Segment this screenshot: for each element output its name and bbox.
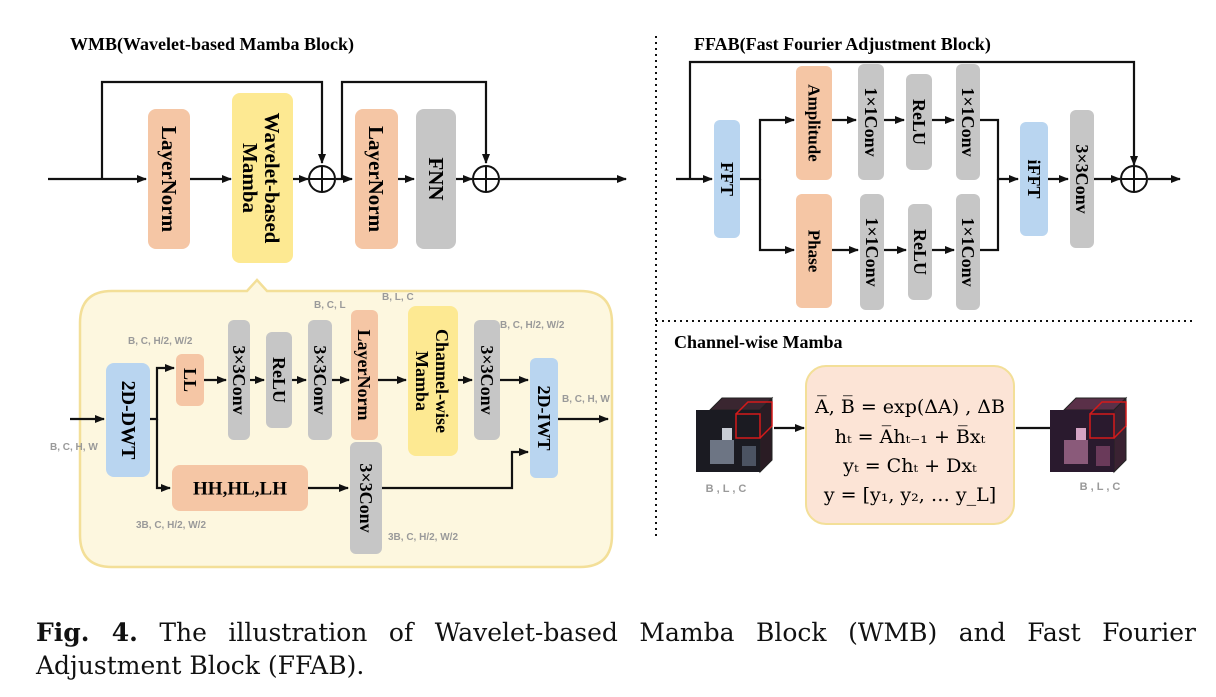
detail-dwt (106, 363, 150, 477)
cwm-input-label: B , L , C (706, 483, 747, 495)
cwm-output-label: B , L , C (1080, 481, 1121, 493)
detail-conv-3 (474, 320, 500, 440)
dim-ll: B, C, H/2, W/2 (128, 336, 193, 347)
detail-conv-1 (228, 320, 250, 440)
detail-conv-4 (350, 442, 382, 554)
cwm-equation-box (805, 365, 1015, 525)
detail-conv-4-label: 3×3Conv (356, 463, 376, 532)
ffab-add (1120, 165, 1148, 193)
detail-dwt-label: 2D-DWT (117, 381, 139, 461)
figure-number: Fig. 4. (36, 618, 138, 647)
wmb-fnn-label: FNN (424, 157, 448, 200)
dim-blc: B, L, C (382, 292, 414, 303)
ffab-ifft (1020, 122, 1048, 236)
dim-in: B, C, H, W (50, 442, 98, 453)
detail-channel-mamba-line1: Channel-wise (432, 329, 452, 433)
ffab-phase-label: Phase (805, 230, 824, 273)
ffab-conv-a1-label: 1×1Conv (861, 87, 881, 156)
ffab-ifft-label: iFFT (1024, 160, 1044, 199)
detail-conv-2 (308, 320, 332, 440)
detail-hh-label: HH,HL,LH (193, 479, 287, 500)
cwm-input-cube (696, 396, 774, 474)
figure-caption: Fig. 4. The illustration of Wavelet-base… (36, 616, 1196, 682)
ffab-conv-p2 (956, 194, 980, 310)
detail-relu (266, 332, 292, 428)
ffab-relu-a-label: ReLU (909, 99, 929, 145)
wmb-wavelet-mamba-line1: Wavelet-based (260, 113, 284, 244)
cwm-equation-1: A̅, B̅ = exp(ΔA) , ΔB (814, 396, 1005, 418)
detail-layernorm-label: LayerNorm (354, 330, 374, 421)
ffab-title: FFAB(Fast Fourier Adjustment Block) (694, 34, 991, 55)
ffab-lines (676, 60, 1181, 254)
detail-channel-mamba (408, 306, 458, 456)
ffab-conv-a1 (858, 64, 884, 180)
dim-out: B, C, H, W (562, 394, 610, 405)
wmb-layernorm-1-label: LayerNorm (157, 126, 181, 233)
cwm-equation-4: y = [y₁, y₂, … y_L] (823, 484, 996, 506)
ffab-relu-p-label: ReLU (910, 229, 930, 275)
wmb-layernorm-1 (148, 109, 190, 249)
detail-iwt-label: 2D-IWT (534, 385, 554, 450)
cwm-output-cube (1050, 396, 1128, 474)
cwm-equation-2: hₜ = A̅hₜ₋₁ + B̅xₜ (835, 426, 986, 448)
detail-conv-3-label: 3×3Conv (477, 345, 497, 414)
dim-conv-out: B, C, H/2, W/2 (500, 320, 565, 331)
wmb-add-1 (308, 165, 336, 193)
wmb-wavelet-mamba-line2: Mamba (238, 143, 262, 213)
dim-hh-conv: 3B, C, H/2, W/2 (388, 532, 458, 543)
wmb-title: WMB(Wavelet-based Mamba Block) (70, 34, 354, 55)
ffab-relu-p (908, 204, 932, 300)
figure-caption-text: The illustration of Wavelet-based Mamba … (36, 618, 1197, 680)
cwm-title: Channel-wise Mamba (674, 332, 843, 352)
dim-hh: 3B, C, H/2, W/2 (136, 520, 206, 531)
detail-ll (176, 354, 204, 406)
detail-conv-1-label: 3×3Conv (229, 345, 249, 414)
detail-channel-mamba-line2: Mamba (412, 351, 432, 411)
diagram-canvas: WMB(Wavelet-based Mamba Block) LayerNorm… (48, 34, 1196, 569)
detail-lines (70, 364, 609, 492)
wmb-wavelet-mamba (232, 93, 293, 263)
ffab-conv3x3-label: 3×3Conv (1072, 144, 1092, 213)
ffab-conv-a2 (956, 64, 980, 180)
detail-iwt (530, 358, 558, 478)
ffab-conv-a2-label: 1×1Conv (958, 87, 978, 156)
detail-ll-label: LL (180, 368, 200, 392)
wmb-add-2 (472, 165, 500, 193)
ffab-fft-label: FFT (717, 162, 737, 196)
ffab-conv-p1 (860, 194, 884, 310)
ffab-amplitude-label: Amplitude (805, 84, 824, 162)
detail-layernorm (351, 310, 378, 440)
ffab-conv-p1-label: 1×1Conv (862, 217, 882, 286)
wmb-main-line (48, 80, 627, 183)
wmb-layernorm-2-label: LayerNorm (364, 126, 388, 233)
ffab-relu-a (906, 74, 932, 170)
ffab-amplitude (796, 66, 832, 180)
ffab-fft (714, 120, 740, 238)
wmb-layernorm-2 (355, 109, 398, 249)
cwm-equation-3: yₜ = Chₜ + Dxₜ (842, 455, 977, 477)
ffab-phase (796, 194, 832, 308)
detail-relu-label: ReLU (269, 357, 289, 403)
detail-conv-2-label: 3×3Conv (310, 345, 330, 414)
detail-hh (172, 465, 308, 511)
wmb-fnn (416, 109, 456, 249)
ffab-conv3x3 (1070, 110, 1094, 248)
dim-bcl: B, C, L (314, 300, 346, 311)
ffab-conv-p2-label: 1×1Conv (958, 217, 978, 286)
